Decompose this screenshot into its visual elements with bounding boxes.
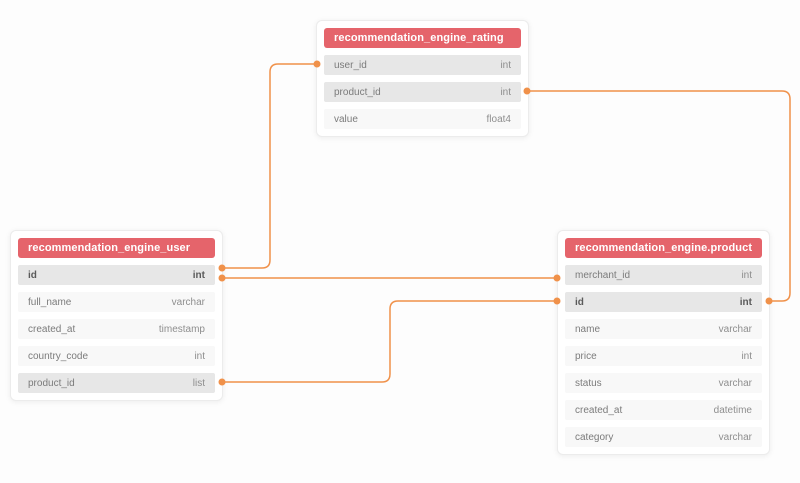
field-name: id [575,296,584,308]
field-type: int [739,296,752,308]
table-card-user[interactable]: recommendation_engine_user id int full_n… [10,230,223,401]
table-header-product[interactable]: recommendation_engine.product [565,238,762,258]
field-name: id [28,269,37,281]
field-type: float4 [486,113,511,125]
field-row-id[interactable]: id int [18,265,215,285]
field-type: int [500,86,511,98]
field-name: product_id [334,86,381,98]
field-type: varchar [718,323,752,335]
field-row-country-code[interactable]: country_code int [18,346,215,366]
field-type: timestamp [158,323,205,335]
field-row-id[interactable]: id int [565,292,762,312]
field-row-status[interactable]: status varchar [565,373,762,393]
field-row-created-at[interactable]: created_at datetime [565,400,762,420]
table-card-product[interactable]: recommendation_engine.product merchant_i… [557,230,770,455]
field-row-full-name[interactable]: full_name varchar [18,292,215,312]
field-type: int [741,350,752,362]
field-name: price [575,350,597,362]
field-row-name[interactable]: name varchar [565,319,762,339]
field-type: int [194,350,205,362]
field-type: varchar [171,296,205,308]
field-name: status [575,377,602,389]
field-type: list [192,377,205,389]
connection-user-product-id-to-product-id[interactable] [222,300,557,383]
field-row-user-id[interactable]: user_id int [324,55,521,75]
field-name: country_code [28,350,89,362]
field-name: category [575,431,614,443]
field-name: value [334,113,358,125]
table-card-rating[interactable]: recommendation_engine_rating user_id int… [316,20,529,137]
field-name: product_id [28,377,75,389]
field-row-created-at[interactable]: created_at timestamp [18,319,215,339]
field-type: int [192,269,205,281]
field-type: varchar [718,431,752,443]
field-row-value[interactable]: value float4 [324,109,521,129]
field-name: full_name [28,296,72,308]
connection-rating-product-id-to-product-id[interactable] [527,90,791,302]
field-type: varchar [718,377,752,389]
table-header-rating[interactable]: recommendation_engine_rating [324,28,521,48]
field-row-product-id[interactable]: product_id list [18,373,215,393]
field-name: created_at [28,323,76,335]
field-row-product-id[interactable]: product_id int [324,82,521,102]
field-row-price[interactable]: price int [565,346,762,366]
field-name: name [575,323,601,335]
field-name: user_id [334,59,367,71]
field-type: datetime [713,404,752,416]
field-row-merchant-id[interactable]: merchant_id int [565,265,762,285]
field-type: int [500,59,511,71]
field-name: merchant_id [575,269,631,281]
table-header-user[interactable]: recommendation_engine_user [18,238,215,258]
connection-user-id-to-rating-user-id[interactable] [222,63,317,269]
field-type: int [741,269,752,281]
field-name: created_at [575,404,623,416]
field-row-category[interactable]: category varchar [565,427,762,447]
